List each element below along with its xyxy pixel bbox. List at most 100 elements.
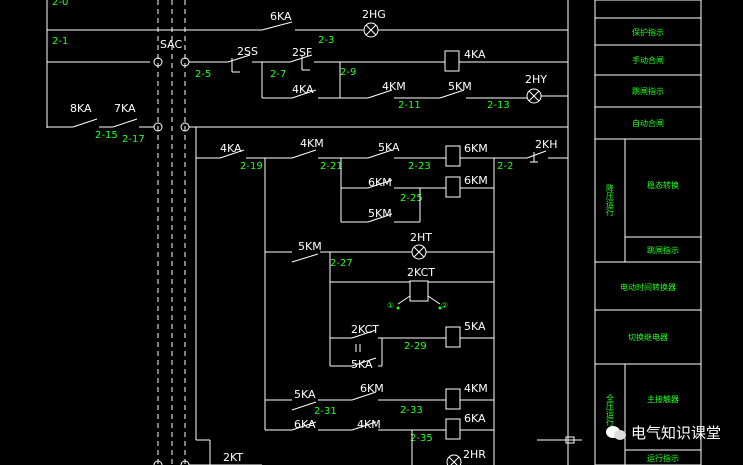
lamp-2hy-icon <box>526 88 542 104</box>
contact-5km-row3 <box>439 89 465 99</box>
coil-6km-label: 6KM <box>464 142 488 155</box>
thermal-relay-2kh-label: 2KH <box>535 138 557 151</box>
lamp-2hy-label: 2HY <box>525 73 547 86</box>
legend-row-trip: 跳闸指示 <box>632 86 664 96</box>
contact-6ka-label: 6KA <box>270 10 292 23</box>
node-2-9: 2-9 <box>340 67 356 78</box>
contact-6km-row10-label: 6KM <box>360 382 384 395</box>
timer-coil-2kct-label: 2KCT <box>407 266 435 279</box>
node-2-11: 2-11 <box>398 100 421 111</box>
legend-group1-item-2: 跳闸指示 <box>647 245 679 255</box>
node-2-13: 2-13 <box>487 100 510 111</box>
node-2-25: 2-25 <box>400 193 423 204</box>
timed-contact-2kct-icon <box>351 329 377 352</box>
lamp-2hr-icon <box>446 454 462 465</box>
coil-6ka-icon <box>445 418 461 440</box>
coil-6km-second-icon <box>445 176 461 198</box>
contact-4km-row11 <box>351 421 377 431</box>
contact-4ka-row5 <box>219 149 245 159</box>
sac-contact-node <box>153 57 163 67</box>
contact-5ka-row5-label: 5KA <box>378 141 400 154</box>
node-2-3: 2-3 <box>318 35 334 46</box>
contact-4ka-row5-label: 4KA <box>220 142 242 155</box>
node-2-27: 2-27 <box>330 258 353 269</box>
lamp-2ht-label: 2HT <box>410 231 432 244</box>
node-2-5: 2-5 <box>195 69 211 80</box>
node-2-7: 2-7 <box>270 69 286 80</box>
legend-group2-item-1: 主接触器 <box>647 394 679 404</box>
contact-5ka-row9-label: 5KA <box>351 358 373 371</box>
contact-6km-row10 <box>351 391 377 401</box>
node-2-1: 2-1 <box>52 36 68 47</box>
lamp-2hg-icon <box>363 22 379 38</box>
coil-4ka-label: 4KA <box>464 48 486 61</box>
coil-5ka-icon <box>445 326 461 348</box>
contact-4km-row3 <box>367 89 393 99</box>
contact-4km-row5 <box>291 149 317 159</box>
watermark-text: 电气知识课堂 <box>630 424 721 442</box>
node-2-17: 2-17 <box>122 134 145 145</box>
contact-8ka-label: 8KA <box>70 102 92 115</box>
switch-sac-label: SAC <box>160 38 183 51</box>
coil-6km-second-label: 6KM <box>464 174 488 187</box>
timed-contact-2kct-label: 2KCT <box>351 323 379 336</box>
legend-group1-item-1: 稳态转换 <box>647 180 679 190</box>
node-2-19: 2-19 <box>240 161 263 172</box>
legend-row-time: 电动时间转换器 <box>620 282 676 292</box>
legend-row-protect: 保护指示 <box>632 27 664 37</box>
contact-4km-row3-label: 4KM <box>382 80 406 93</box>
coil-4km-icon <box>445 388 461 410</box>
timer-coil-2kct-icon <box>409 280 429 302</box>
watermark: 电气知识课堂 <box>605 422 721 443</box>
coil-2kt-label: 2KT <box>223 451 243 464</box>
row1-contact-6ka <box>261 21 293 31</box>
contact-6km-row6 <box>367 179 393 189</box>
legend-group-full: 全压运行 <box>606 393 615 427</box>
legend-group-reduced: 降压运行 <box>606 183 615 217</box>
contact-5ka-row10-label: 5KA <box>294 388 316 401</box>
contact-5ka-row10 <box>291 401 317 411</box>
coil-6ka-label: 6KA <box>464 412 486 425</box>
coil-5ka-label: 5KA <box>464 320 486 333</box>
contact-5km-row3-label: 5KM <box>448 80 472 93</box>
pushbutton-2ss-label: 2SS <box>237 45 258 58</box>
contact-6km-row6-label: 6KM <box>368 176 392 189</box>
node-2-23: 2-23 <box>408 161 431 172</box>
legend-table <box>594 0 702 465</box>
contact-5ka-row9 <box>351 357 377 367</box>
timer-pin-2: ② <box>441 301 448 310</box>
contact-5km-row6-label: 5KM <box>368 207 392 220</box>
contact-5km-row7 <box>291 253 319 263</box>
coil-4km-label: 4KM <box>464 382 488 395</box>
contact-4ka-hold-label: 4KA <box>292 83 314 96</box>
contact-5km-row6 <box>367 213 393 223</box>
node-2-33: 2-33 <box>400 405 423 416</box>
contact-7ka <box>112 118 138 128</box>
lamp-2ht-icon <box>411 244 427 260</box>
node-2-21: 2-21 <box>320 161 343 172</box>
node-2-2: 2-2 <box>497 161 513 172</box>
legend-row-auto: 自动合闸 <box>632 118 664 128</box>
contact-7ka-label: 7KA <box>114 102 136 115</box>
wechat-icon <box>605 425 627 441</box>
contact-5ka-row5 <box>367 149 393 159</box>
pushbutton-2ss-icon <box>227 54 251 73</box>
legend-row-manual: 手动合闸 <box>632 55 664 65</box>
thermal-relay-2kh-icon <box>526 150 547 163</box>
contact-8ka <box>72 118 98 128</box>
node-2-29: 2-29 <box>404 341 427 352</box>
legend-row-relay: 切换继电器 <box>628 332 668 342</box>
node-2-35: 2-35 <box>410 433 433 444</box>
top-fragment-label: 2-0 <box>52 0 68 8</box>
lamp-2hr-label: 2HR <box>463 448 486 461</box>
contact-4km-row5-label: 4KM <box>300 137 324 150</box>
timer-pin-1: ① <box>387 301 394 310</box>
lamp-2hg-label: 2HG <box>362 8 386 21</box>
node-2-15: 2-15 <box>95 130 118 141</box>
coil-6km-icon <box>445 145 461 167</box>
contact-5km-row7-label: 5KM <box>298 240 322 253</box>
node-2-31: 2-31 <box>314 406 337 417</box>
contact-4km-row11-label: 4KM <box>357 418 381 431</box>
contact-4ka-hold <box>291 89 317 99</box>
